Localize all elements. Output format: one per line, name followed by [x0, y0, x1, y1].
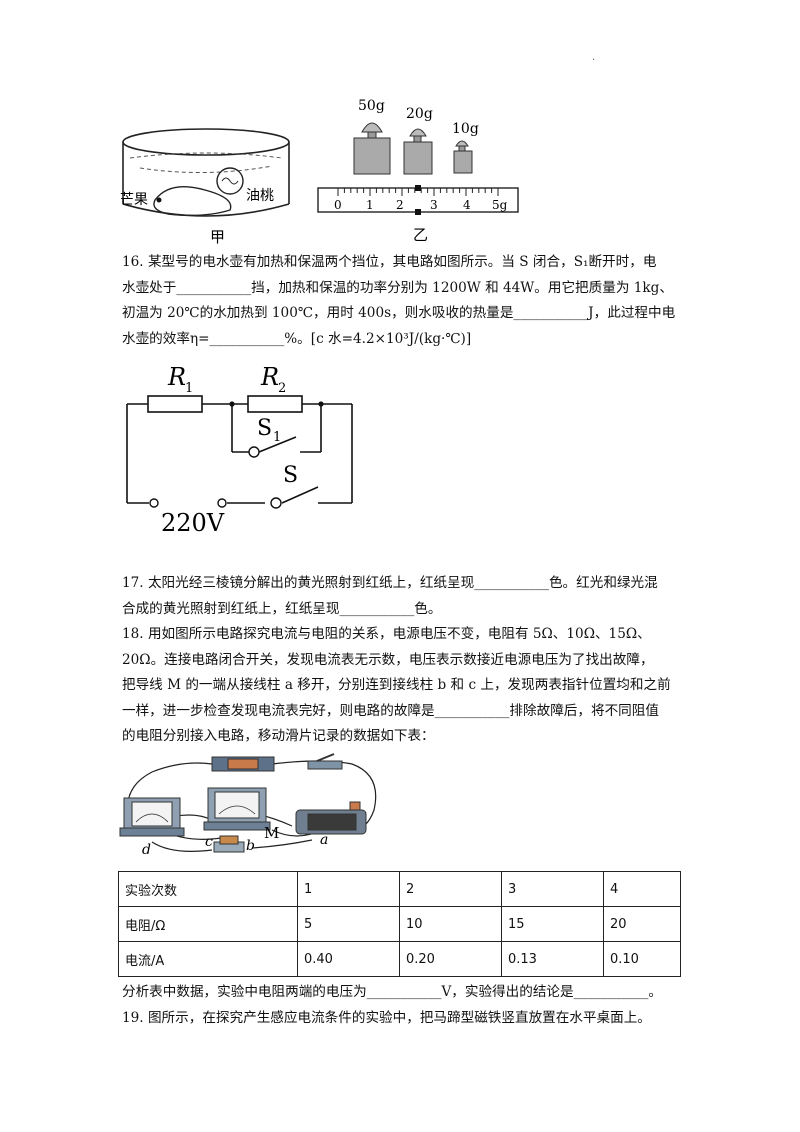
figure-yi-container: 50g 20g 10g 0 1 2 3 4 5g 乙 [317, 98, 519, 244]
figure-jia-container: 芒果 油桃 甲 [120, 128, 290, 246]
page-mark: . [592, 52, 596, 63]
q16-line: 水壶处于___________挡，加热和保温的功率分别为 1200W 和 44W… [122, 279, 673, 296]
weight-50g [353, 122, 391, 175]
switch-s1 [258, 436, 297, 453]
q18-line: 把导线 M 的一端从接线柱 a 移开，分别连到接线柱 b 和 c 上，发现两表指… [122, 677, 671, 693]
weight-10g [453, 140, 473, 174]
question-19: 19. 图所示，在探究产生感应电流条件的实验中，把马蹄型磁铁竖直放置在水平桌面上… [122, 1009, 651, 1026]
table-cell: 20 [603, 906, 681, 942]
table-cell: 5 [297, 906, 400, 942]
table-cell: 0.40 [297, 941, 400, 977]
r1-label: R [167, 363, 186, 391]
label-d: d [142, 842, 151, 858]
mango-label: 芒果 [120, 192, 148, 208]
question-18: 18. 用如图所示电路探究电流与电阻的关系，电源电压不变，电阻有 5Ω、10Ω、… [122, 622, 682, 750]
label-b: b [246, 838, 255, 854]
scale-tick-5: 5g [492, 198, 508, 212]
table-cell: 0.13 [501, 941, 604, 977]
q16-line: 初温为 20℃的水加热到 100℃，用时 400s，则水吸收的热量是______… [122, 305, 676, 321]
q16-line: 16. 某型号的电水壶有加热和保温两个挡位，其电路如图所示。当 S 闭合，S₁断… [122, 254, 657, 270]
scale-tick-2: 2 [396, 198, 404, 212]
table-cell: 0.20 [399, 941, 502, 977]
voltmeter [203, 787, 271, 831]
weight-10g-label: 10g [452, 121, 479, 137]
table-cell: 4 [603, 871, 681, 907]
beam-scale: 0 1 2 3 4 5g [317, 185, 519, 215]
question-16: 16. 某型号的电水壶有加热和保温两个挡位，其电路如图所示。当 S 闭合，S₁断… [122, 250, 682, 352]
s1-label: S [257, 416, 272, 441]
q17-line: 17. 太阳光经三棱镜分解出的黄光照射到红纸上，红纸呈现___________色… [122, 575, 658, 591]
weight-20g [403, 128, 433, 175]
mango-shape [153, 186, 232, 217]
weight-20g-label: 20g [406, 106, 433, 122]
ammeter [119, 797, 185, 837]
scale-tick-1: 1 [366, 198, 374, 212]
r2-sub: 2 [278, 381, 286, 396]
table-cell: 10 [399, 906, 502, 942]
resistor-r1 [147, 395, 203, 413]
q18-after-table: 分析表中数据，实验中电阻两端的电压为___________V，实验得出的结论是_… [122, 984, 662, 1000]
resistor-holder [213, 835, 245, 853]
s-label: S [283, 463, 298, 488]
q18-line: 一样，进一步检查发现电流表完好，则电路的故障是___________排除故障后，… [122, 702, 659, 719]
scale-tick-4: 4 [463, 198, 471, 212]
table-row: 电流/A 0.40 0.20 0.13 0.10 [118, 941, 681, 977]
table-cell: 0.10 [603, 941, 681, 977]
r2-label: R [260, 363, 279, 391]
s1-sub: 1 [273, 430, 281, 445]
q16-line: 水壶的效率η=___________%。[c 水=4.2×10³J/(kg·℃)… [122, 330, 472, 347]
label-a: a [320, 832, 328, 848]
q17-line: 合成的黄光照射到红纸上，红纸呈现___________色。 [122, 600, 442, 617]
table-cell: 2 [399, 871, 502, 907]
label-M: M [264, 824, 279, 842]
q18-line: 20Ω。连接电路闭合开关，发现电流表无示数，电压表示数接近电源电压为了找出故障， [122, 651, 654, 668]
table-row: 电阻/Ω 5 10 15 20 [118, 906, 681, 942]
walnut-shape [216, 167, 244, 195]
scale-tick-0: 0 [334, 198, 342, 212]
kettle-circuit-diagram: R 1 R 2 S 1 S 220V [126, 363, 353, 537]
table-row: 实验次数 1 2 3 4 [118, 871, 681, 907]
switch-s [281, 486, 319, 504]
q18-line: 18. 用如图所示电路探究电流与电阻的关系，电源电压不变，电阻有 5Ω、10Ω、… [122, 626, 651, 642]
table-cell: 电流/A [118, 941, 298, 977]
battery-box [211, 756, 275, 772]
table-cell: 15 [501, 906, 604, 942]
data-table: 实验次数 1 2 3 4 电阻/Ω 5 10 15 20 电流/A 0.40 0… [118, 871, 681, 977]
weight-50g-label: 50g [358, 98, 385, 114]
resistor-r2 [247, 395, 303, 413]
q18-line: 的电阻分别接入电路，移动滑片记录的数据如下表： [122, 728, 435, 744]
r1-sub: 1 [185, 381, 193, 396]
question-18-followup: 分析表中数据，实验中电阻两端的电压为___________V，实验得出的结论是_… [122, 980, 682, 1031]
table-cell: 1 [297, 871, 400, 907]
table-cell: 3 [501, 871, 604, 907]
question-17: 17. 太阳光经三棱镜分解出的黄光照射到红纸上，红纸呈现___________色… [122, 571, 682, 622]
table-cell: 电阻/Ω [118, 906, 298, 942]
label-c: c [205, 834, 213, 850]
voltage-label: 220V [161, 509, 225, 537]
caption-jia: 甲 [210, 228, 225, 246]
walnut-label: 油桃 [246, 188, 274, 204]
switch-device [307, 753, 343, 770]
caption-yi: 乙 [413, 226, 428, 244]
rheostat [295, 801, 367, 835]
scale-tick-3: 3 [430, 198, 438, 212]
table-cell: 实验次数 [118, 871, 298, 907]
apparatus-figure: M a b c d [119, 753, 377, 858]
